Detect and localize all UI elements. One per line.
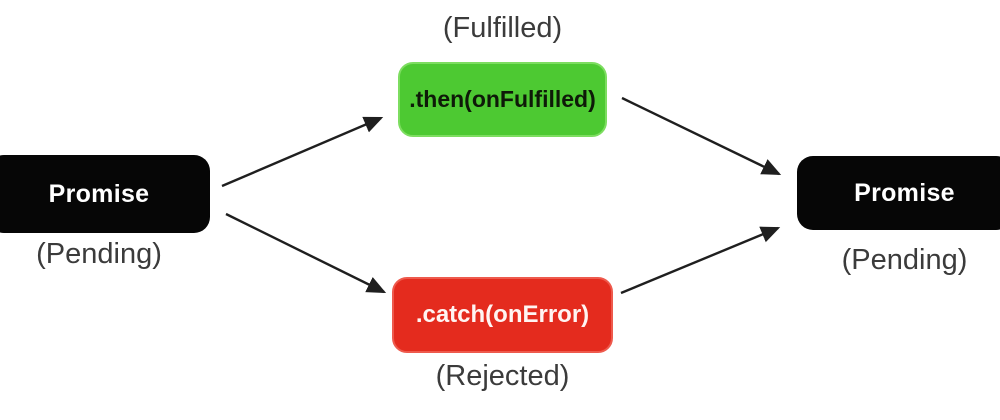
promise-right-state-label: (Pending) [841,244,968,276]
promise-left-state-label: (Pending) [36,238,162,270]
rejected-state-label: (Rejected) [435,360,570,392]
promise-left-label: Promise [48,179,150,208]
then-node-label: .then(onFulfilled) [409,86,596,112]
catch-node: .catch(onError) [392,277,613,353]
promise-right-node: Promise [797,156,1000,230]
promise-right-label: Promise [854,178,955,207]
fulfilled-state-label: (Fulfilled) [442,12,563,44]
catch-node-label: .catch(onError) [415,301,590,328]
edge-catch-to-promise-right [620,226,781,295]
then-node: .then(onFulfilled) [398,62,607,137]
edge-then-to-promise-right [621,96,782,176]
promise-left-node: Promise [0,155,210,233]
edge-promise-left-to-catch [225,212,387,294]
edge-promise-left-to-then [221,116,384,188]
